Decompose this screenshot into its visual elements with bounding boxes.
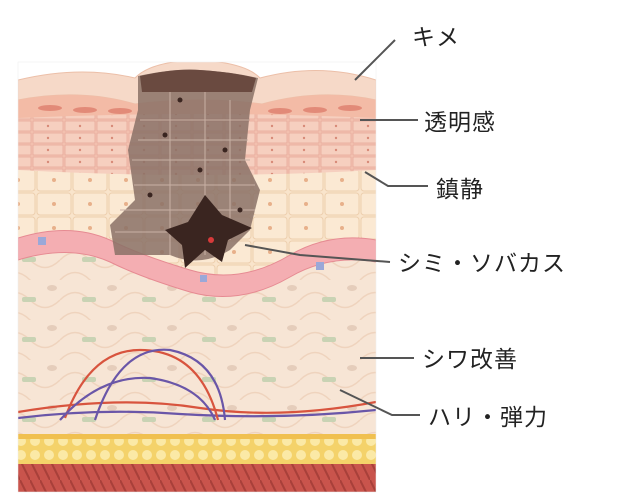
dermal-fibers bbox=[18, 348, 376, 421]
label-hari: ハリ・弾力 bbox=[428, 405, 548, 431]
leader-kime bbox=[354, 39, 396, 81]
label-shiwa: シワ改善 bbox=[422, 347, 518, 373]
label-shimi: シミ・ソバカス bbox=[398, 251, 566, 277]
leader-shimi bbox=[244, 244, 391, 263]
leader-chinsei bbox=[364, 171, 428, 187]
muscle-layer bbox=[18, 464, 376, 492]
pigment-spot bbox=[165, 195, 252, 268]
leader-lines bbox=[244, 39, 428, 416]
leader-hari bbox=[339, 389, 420, 416]
skin-layers bbox=[18, 62, 376, 492]
fat-layer bbox=[18, 438, 376, 464]
melanocytes bbox=[38, 237, 324, 282]
label-toumeikan: 透明感 bbox=[424, 110, 496, 136]
melanin-column bbox=[110, 69, 260, 261]
label-kime: キメ bbox=[412, 25, 460, 51]
label-chinsei: 鎮静 bbox=[436, 177, 484, 203]
